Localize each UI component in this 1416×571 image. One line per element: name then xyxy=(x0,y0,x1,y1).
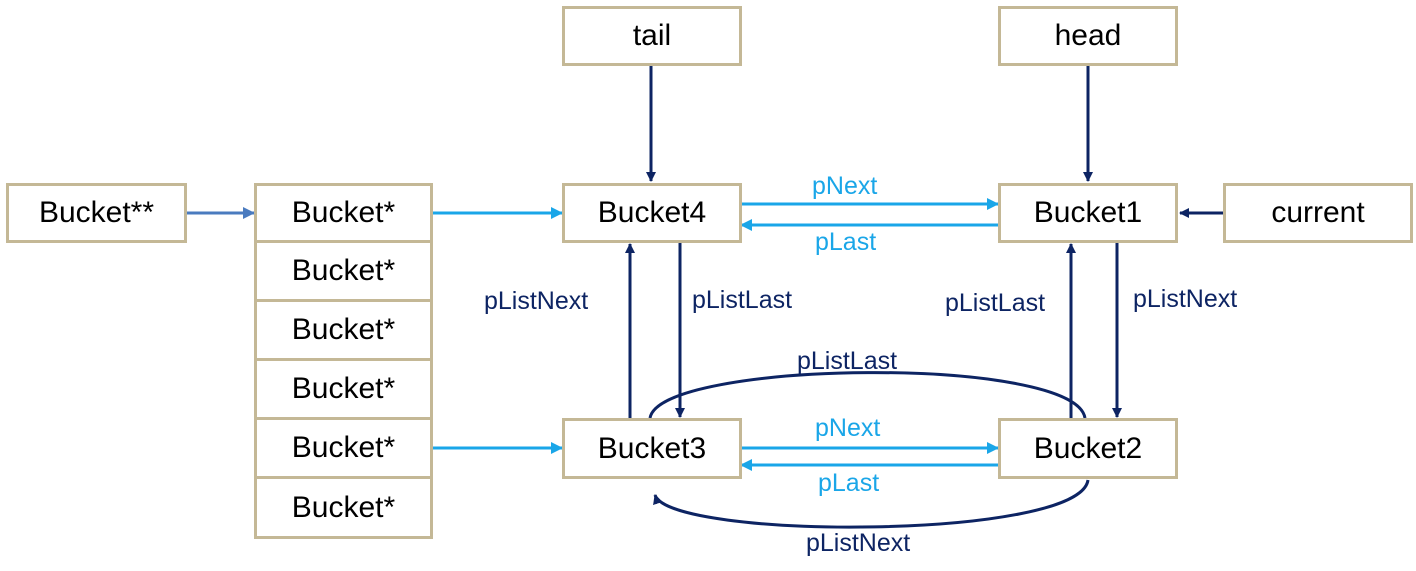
tail-label: tail xyxy=(632,19,672,52)
current-label: current xyxy=(1271,196,1365,229)
bucket-pointer-slot: Bucket* xyxy=(254,240,433,302)
bucket-pointer-slot: Bucket* xyxy=(254,417,433,479)
bucket4-node: Bucket4 xyxy=(562,183,742,243)
tail-node: tail xyxy=(562,6,742,66)
plistlast-label-left: pListLast xyxy=(692,286,793,314)
bucket1-node: Bucket1 xyxy=(998,183,1178,243)
bucket-pointer-slot-label: Bucket* xyxy=(291,431,396,464)
plast-label-top: pLast xyxy=(815,228,877,256)
bucket-pointer-slot: Bucket* xyxy=(254,183,433,243)
bucket4-label: Bucket4 xyxy=(597,196,707,229)
bucket-double-pointer-node: Bucket** xyxy=(6,183,187,243)
bucket3-node: Bucket3 xyxy=(562,418,742,479)
bucket-pointer-slot-label: Bucket* xyxy=(291,254,396,287)
bucket2-to-bucket3-plistlast-curve xyxy=(648,371,1087,419)
head-node: head xyxy=(998,6,1178,66)
bucket-pointer-slot-label: Bucket* xyxy=(291,490,396,524)
bucket-pointer-slot: Bucket* xyxy=(254,299,433,361)
current-node: current xyxy=(1223,183,1413,243)
bucket1-label: Bucket1 xyxy=(1033,196,1143,229)
plistlast-label-right: pListLast xyxy=(945,289,1046,317)
bucket2-node: Bucket2 xyxy=(998,418,1178,479)
bucket2-to-bucket3-plistnext-curve xyxy=(653,479,1090,529)
bucket-pointer-slot: Bucket* xyxy=(254,476,433,539)
bucket3-label: Bucket3 xyxy=(597,431,707,465)
plast-label-bottom: pLast xyxy=(818,469,880,497)
bucket2-label: Bucket2 xyxy=(1033,431,1143,465)
head-label: head xyxy=(1054,19,1122,52)
plistnext-label-loop: pListNext xyxy=(806,529,911,557)
pnext-label-bottom: pNext xyxy=(815,414,881,442)
bucket-pointer-slot-label: Bucket* xyxy=(291,313,396,346)
bucket-pointer-slot-label: Bucket* xyxy=(291,372,396,405)
plistnext-label-right: pListNext xyxy=(1133,285,1238,313)
bucket-double-pointer-label: Bucket** xyxy=(38,196,155,229)
pnext-label-top: pNext xyxy=(812,172,878,200)
bucket-pointer-slot-label: Bucket* xyxy=(291,196,396,229)
plistlast-label-loop: pListLast xyxy=(797,347,898,375)
bucket-pointer-slot: Bucket* xyxy=(254,358,433,420)
plistnext-label-left: pListNext xyxy=(484,287,589,315)
